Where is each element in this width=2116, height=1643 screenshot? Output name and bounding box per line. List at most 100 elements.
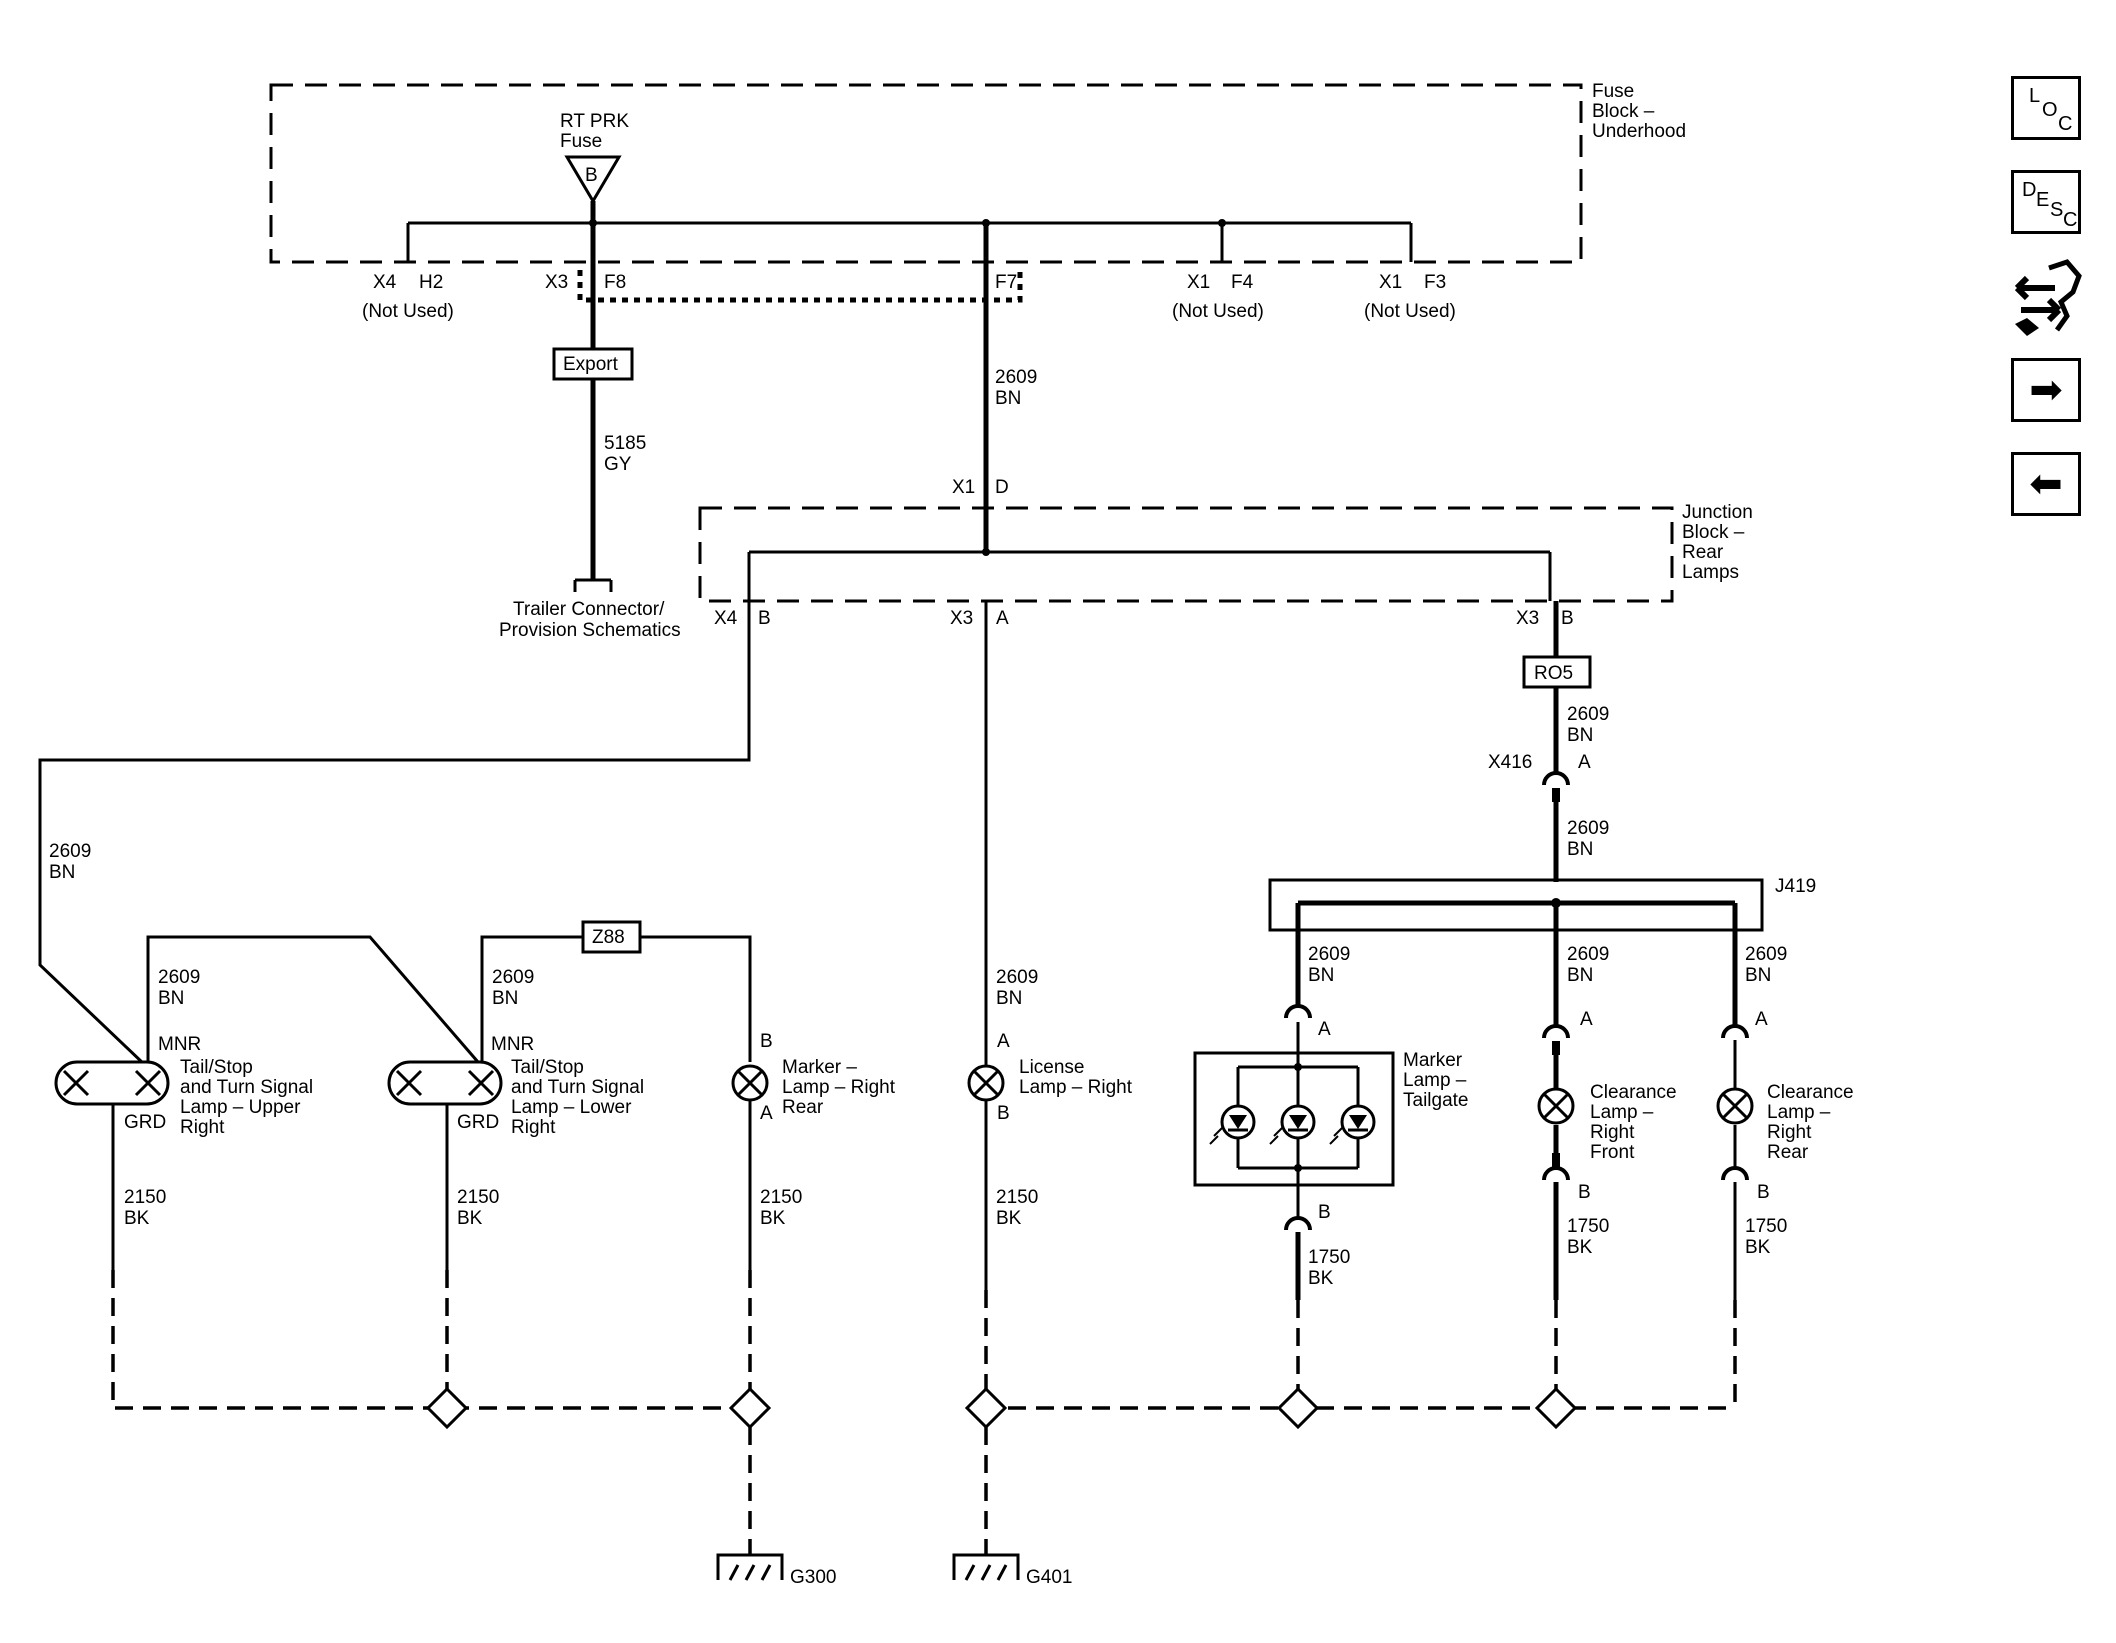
- wire-x416-number: 2609: [1567, 818, 1609, 839]
- wire-lower-gnd-color: BK: [457, 1208, 483, 1229]
- trailer-ref-2: Provision Schematics: [499, 620, 681, 641]
- fuse-block-label: Fuse Block – Underhood: [1592, 81, 1686, 142]
- ground-bus-left: [111, 1270, 752, 1410]
- fuse-block-label-2: Block –: [1592, 101, 1655, 122]
- loc-button[interactable]: L O C: [2011, 76, 2081, 140]
- splice-diamond-4: [1277, 1387, 1319, 1429]
- pin-f7: F7: [995, 272, 1017, 293]
- pin-f8: F8: [604, 272, 626, 293]
- jb-label-1: Junction: [1682, 502, 1753, 523]
- marker-rear-name-3: Rear: [782, 1097, 824, 1118]
- clear-front-pin-a: A: [1580, 1009, 1593, 1030]
- back-button[interactable]: ⬅: [2011, 452, 2081, 516]
- wire-clear-rear-number: 2609: [1745, 944, 1787, 965]
- license-name-1: License: [1019, 1057, 1085, 1078]
- trailer-ref-1: Trailer Connector/: [513, 599, 665, 620]
- wire-tail-number: 2609: [49, 841, 91, 862]
- fuse-name-1: RT PRK: [560, 111, 629, 132]
- lower-name-2: and Turn Signal: [511, 1077, 644, 1098]
- lower-grd: GRD: [457, 1112, 499, 1133]
- ground-g401-symbol: [952, 1553, 1020, 1581]
- wire-tailgate-number: 2609: [1308, 944, 1350, 965]
- marker-rear-name-1: Marker –: [782, 1057, 857, 1078]
- loc-letter-o: O: [2042, 99, 2058, 121]
- license-name-2: Lamp – Right: [1019, 1077, 1133, 1098]
- splice-diamond-3: [965, 1387, 1007, 1429]
- jb-label-4: Lamps: [1682, 562, 1739, 583]
- wire-ro5-number: 2609: [1567, 704, 1609, 725]
- clear-front-plug-a: [1552, 1041, 1560, 1055]
- wire-upper-number: 2609: [158, 967, 200, 988]
- wire-license-number: 2609: [996, 967, 1038, 988]
- clear-front-name-3: Right: [1590, 1122, 1635, 1143]
- loc-letter-c: C: [2058, 113, 2073, 135]
- clear-rear-name-2: Lamp –: [1767, 1102, 1831, 1123]
- jb-label-2: Block –: [1682, 522, 1745, 543]
- clear-rear-pin-b: B: [1757, 1182, 1770, 1203]
- tailgate-led-2: [1268, 1104, 1316, 1146]
- x416-conn: X416: [1488, 752, 1532, 773]
- desc-letter-s: S: [2050, 199, 2064, 221]
- wire-tailgate-gnd-number: 1750: [1308, 1247, 1350, 1268]
- splice-diamond-1: [426, 1387, 468, 1429]
- next-button[interactable]: ➡: [2011, 358, 2081, 422]
- tailgate-name-2: Lamp –: [1403, 1070, 1467, 1091]
- desc-letter-e: E: [2036, 189, 2050, 211]
- wire-upper-gnd-color: BK: [124, 1208, 150, 1229]
- splice-j419: [1268, 878, 1764, 932]
- fuse-symbol: [564, 155, 622, 204]
- upper-grd: GRD: [124, 1112, 166, 1133]
- jb-pin-x3-b: B: [1561, 608, 1574, 629]
- lower-name-3: Lamp – Lower: [511, 1097, 632, 1118]
- component-icon: [2014, 259, 2082, 336]
- jb-pin-x3-2: X3: [1516, 608, 1539, 629]
- tailgate-lamp-box: [1193, 1051, 1395, 1187]
- ground-g401-label: G401: [1026, 1567, 1072, 1588]
- marker-rear-pin-a: A: [760, 1103, 773, 1124]
- jb-input-pin: D: [995, 477, 1009, 498]
- upper-name-2: and Turn Signal: [180, 1077, 313, 1098]
- wire-tail-color: BN: [49, 862, 75, 883]
- wire-5185-number: 5185: [604, 433, 646, 454]
- x416-plug: [1552, 788, 1560, 802]
- wire-license-gnd-number: 2150: [996, 1187, 1038, 1208]
- wire-clear-front-number: 2609: [1567, 944, 1609, 965]
- clear-rear-name-3: Right: [1767, 1122, 1812, 1143]
- component-icon-button[interactable]: [2011, 258, 2083, 338]
- marker-rear-lamp: [731, 1064, 769, 1102]
- wire-lower-number: 2609: [492, 967, 534, 988]
- tail-lamp-upper: [54, 1060, 170, 1106]
- ro5-option-label: RO5: [1534, 663, 1573, 684]
- clear-front-socket-a: [1542, 1024, 1570, 1040]
- marker-rear-name-2: Lamp – Right: [782, 1077, 896, 1098]
- desc-button[interactable]: D E S C: [2011, 170, 2081, 234]
- clear-rear-socket-a: [1721, 1024, 1749, 1040]
- wire-clear-front-gnd-number: 1750: [1567, 1216, 1609, 1237]
- wire-clear-rear-gnd-number: 1750: [1745, 1216, 1787, 1237]
- wire-clear-rear-color: BN: [1745, 965, 1771, 986]
- upper-name-1: Tail/Stop: [180, 1057, 253, 1078]
- license-pin-b: B: [997, 1103, 1010, 1124]
- pin-f4: F4: [1231, 272, 1254, 293]
- marker-rear-pin-b: B: [760, 1031, 773, 1052]
- wire-f7-number: 2609: [995, 367, 1037, 388]
- splice-bus: [1295, 900, 1738, 1028]
- wire-f7-color: BN: [995, 388, 1021, 409]
- jb-pin-x4: X4: [714, 608, 738, 629]
- pin-f4-note: (Not Used): [1172, 301, 1264, 322]
- wire-license-color: BN: [996, 988, 1022, 1009]
- tailgate-pin-b: B: [1318, 1202, 1331, 1223]
- pin-x1-f4-conn: X1: [1187, 272, 1210, 293]
- desc-letter-c: C: [2063, 209, 2078, 231]
- wire-upper-color: BN: [158, 988, 184, 1009]
- upper-mnr: MNR: [158, 1034, 201, 1055]
- loc-letter-l: L: [2029, 85, 2041, 107]
- jb-bus: [747, 550, 1552, 601]
- license-pin-a: A: [997, 1031, 1010, 1052]
- jb-pin-x3-a: A: [996, 608, 1009, 629]
- fuse-block-label-1: Fuse: [1592, 81, 1634, 102]
- splice-diamond-2: [729, 1387, 771, 1429]
- wire-to-tail-lamps: [38, 601, 751, 1067]
- pin-h2: H2: [419, 272, 443, 293]
- z88-option-box: [581, 920, 642, 954]
